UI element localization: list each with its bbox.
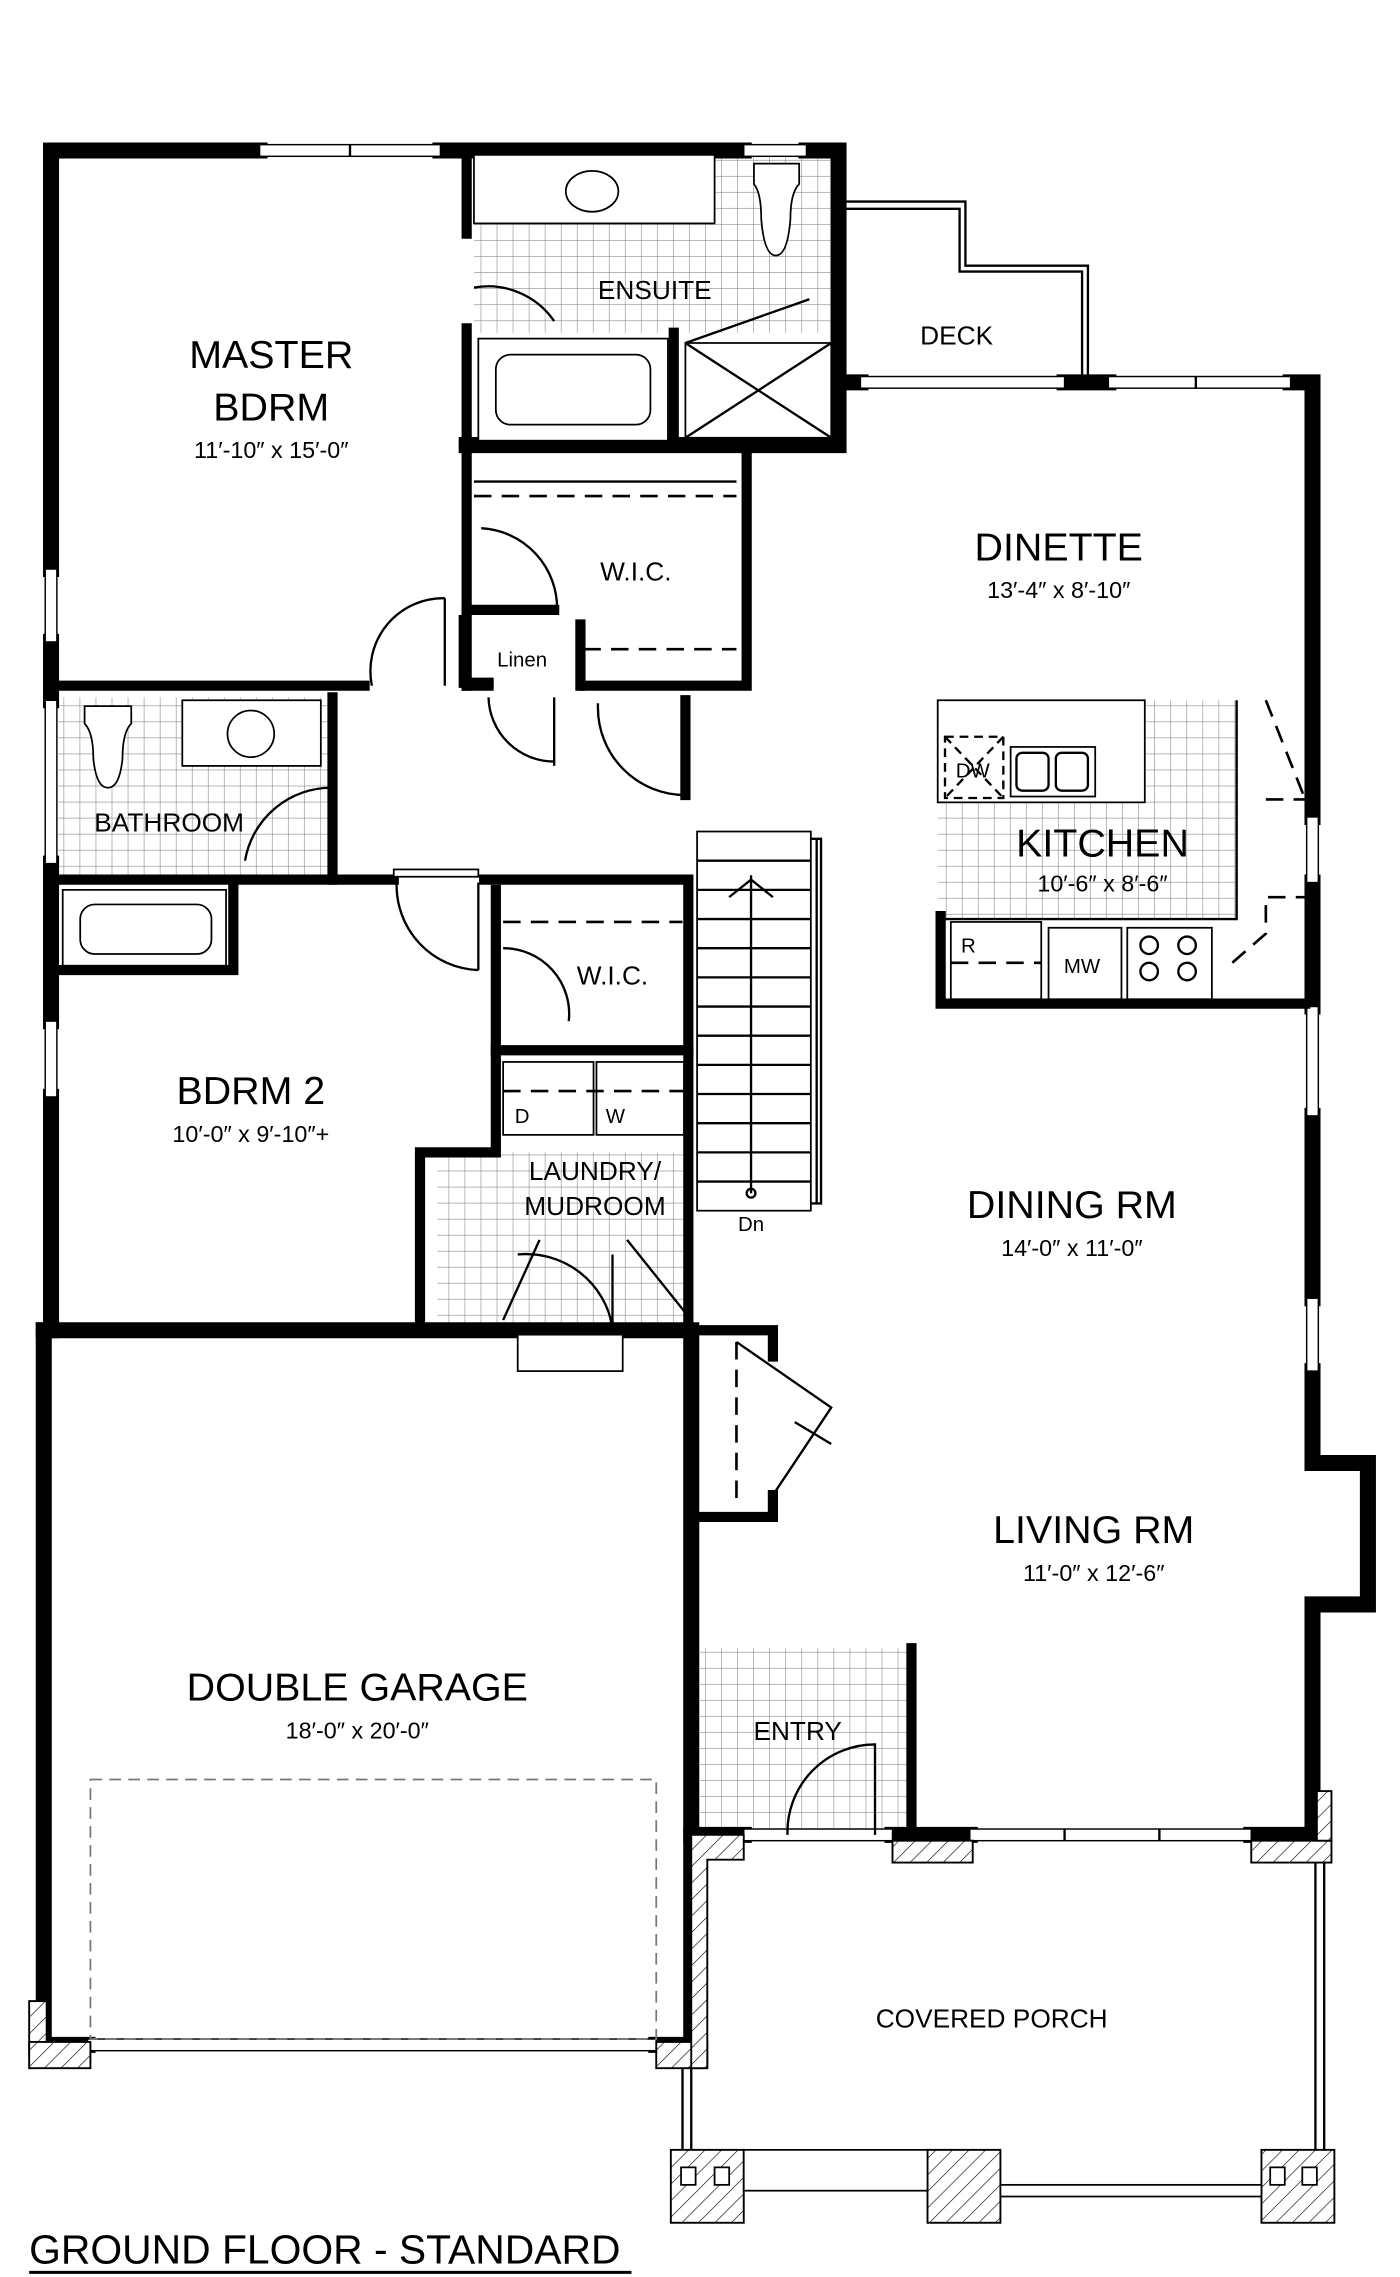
- dryer-label: D: [515, 1106, 530, 1128]
- room-labels: MASTER BDRM 11′-10″ x 15′-0″ ENSUITE DEC…: [94, 275, 1194, 2033]
- porch-structure: [669, 1790, 1336, 2224]
- room-size-kitchen: 10′-6″ x 8′-6″: [1037, 870, 1167, 896]
- stairs: [696, 830, 823, 1212]
- ensuite-fixtures: [473, 153, 833, 442]
- toilet-icon: [753, 162, 801, 257]
- stairs-down-label: Dn: [738, 1214, 764, 1236]
- dishwasher-label: DW: [956, 761, 991, 783]
- room-label-laundry: LAUNDRY/: [529, 1156, 662, 1186]
- room-label-bdrm2: BDRM 2: [176, 1069, 325, 1113]
- sink-icon: [564, 170, 620, 213]
- microwave-label: MW: [1064, 956, 1101, 978]
- room-label-deck: DECK: [920, 320, 993, 350]
- sink-icon: [226, 709, 276, 759]
- bathroom-fixtures: [61, 699, 333, 967]
- kitchen-sink-icon: [1009, 746, 1097, 798]
- laundry-fixtures: [502, 1061, 685, 1136]
- room-size-living: 11′-0″ x 12′-6″: [1023, 1560, 1165, 1586]
- plan-title: GROUND FLOOR - STANDARD: [29, 2227, 620, 2273]
- washer-label: W: [606, 1106, 626, 1128]
- stove-icon: [1126, 926, 1213, 1001]
- interior-walls: [45, 145, 917, 1840]
- room-label-bathroom: BATHROOM: [94, 808, 244, 838]
- room-label-master-2: BDRM: [213, 385, 329, 429]
- room-label-wic-bdrm2: W.I.C.: [577, 961, 648, 991]
- room-size-dining: 14′-0″ x 11′-0″: [1001, 1235, 1143, 1261]
- room-label-wic-master: W.I.C.: [600, 557, 671, 587]
- room-size-garage: 18′-0″ x 20′-0″: [286, 1718, 429, 1744]
- room-label-entry: ENTRY: [753, 1716, 842, 1746]
- room-size-bdrm2: 10′-0″ x 9′-10″+: [172, 1121, 329, 1147]
- refrigerator-label: R: [961, 936, 976, 958]
- garage-parking-outline: [89, 1778, 658, 2040]
- dryer-icon: [502, 1061, 595, 1136]
- refrigerator-icon: [949, 921, 1043, 1001]
- room-label-ensuite: ENSUITE: [598, 275, 712, 305]
- deck-railing: [845, 200, 1090, 383]
- room-label-garage: DOUBLE GARAGE: [187, 1666, 528, 1710]
- room-size-dinette: 13′-4″ x 8′-10″: [987, 577, 1130, 603]
- doors: [369, 527, 877, 1835]
- room-label-kitchen: KITCHEN: [1016, 821, 1189, 865]
- room-label-laundry-2: MUDROOM: [524, 1191, 665, 1221]
- windows: [44, 143, 1320, 2052]
- microwave-icon: [1047, 926, 1123, 1001]
- room-label-dinette: DINETTE: [975, 525, 1143, 569]
- room-label-linen: Linen: [497, 650, 547, 672]
- closet-rods: [473, 480, 737, 924]
- room-label-living: LIVING RM: [993, 1508, 1194, 1552]
- washer-icon: [595, 1061, 685, 1136]
- garage-post: [28, 2040, 92, 2070]
- room-label-dining: DINING RM: [967, 1183, 1177, 1227]
- room-label-porch: COVERED PORCH: [876, 2003, 1108, 2033]
- room-size-master: 11′-10″ x 15′-0″: [194, 437, 349, 463]
- room-label-master: MASTER: [189, 333, 353, 377]
- kitchen-fixtures: [935, 699, 1311, 1009]
- toilet-icon: [83, 705, 133, 789]
